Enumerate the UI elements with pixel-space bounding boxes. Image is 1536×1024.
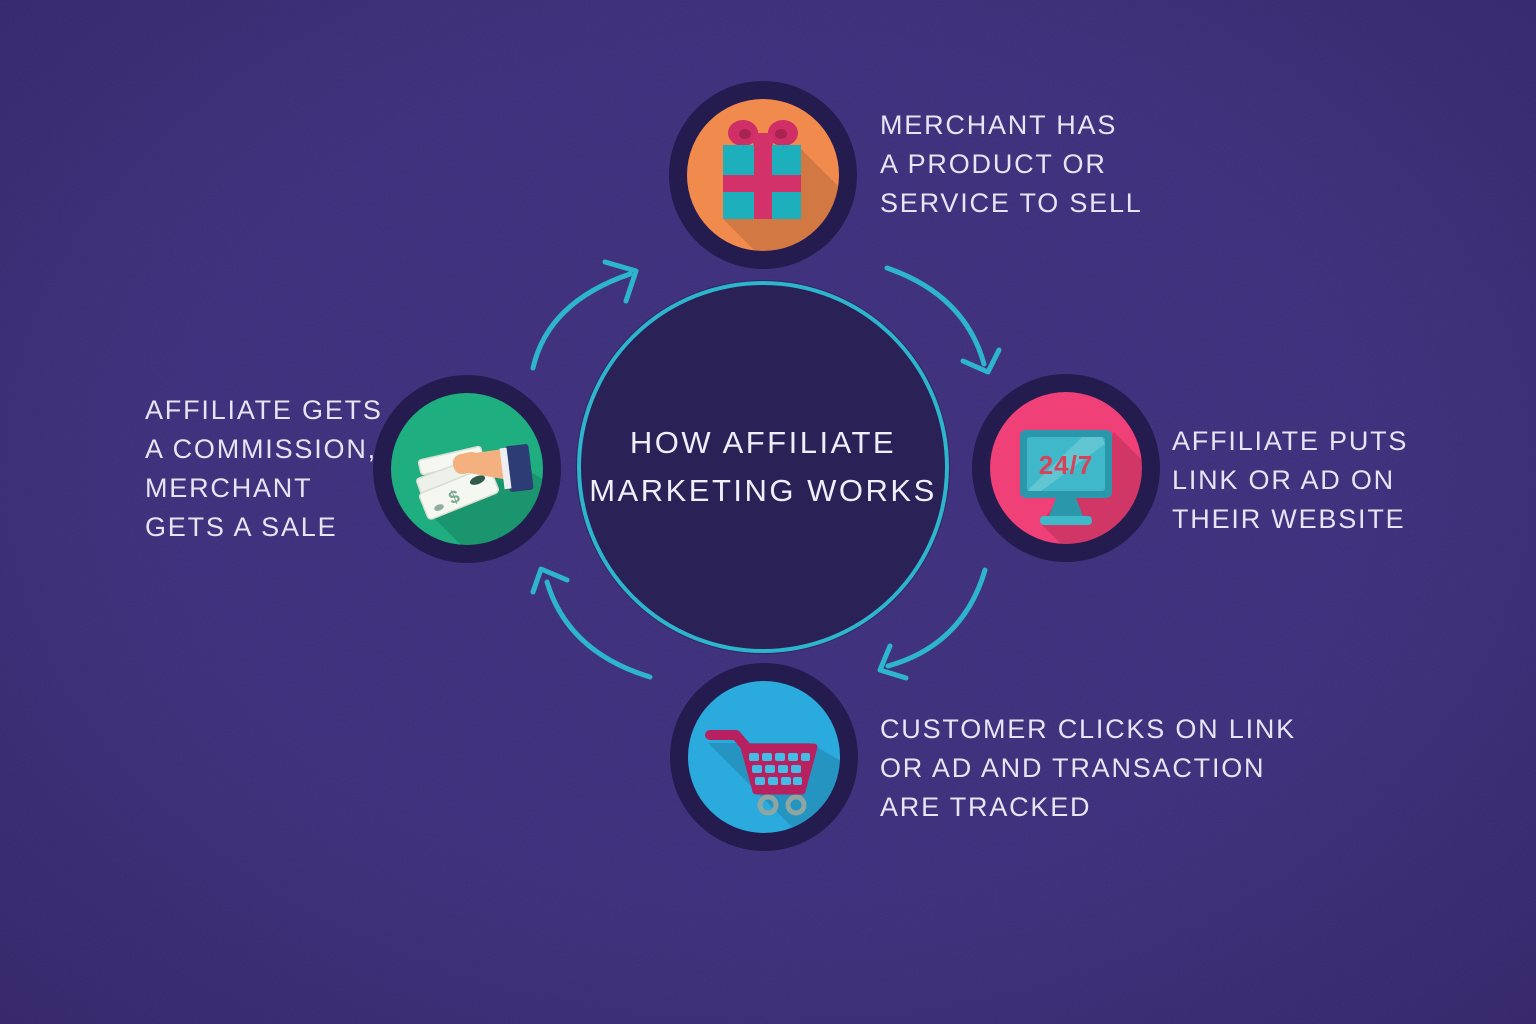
label-line: SERVICE TO SELL — [880, 188, 1143, 218]
monitor-icon: 24/7 — [990, 392, 1142, 544]
shopping-cart-icon — [688, 681, 840, 833]
label-line: MERCHANT HAS — [880, 110, 1118, 140]
label-commission: AFFILIATE GETS A COMMISSION, MERCHANT GE… — [145, 391, 383, 547]
label-merchant: MERCHANT HAS A PRODUCT OR SERVICE TO SEL… — [880, 106, 1143, 223]
infographic-title: HOW AFFILIATE MARKETING WORKS — [589, 419, 937, 515]
monitor-screen-text: 24/7 — [1039, 450, 1094, 480]
label-line: GETS A SALE — [145, 512, 338, 542]
node-affiliate-website: 24/7 — [972, 374, 1160, 562]
label-line: THEIR WEBSITE — [1172, 504, 1406, 534]
node-merchant — [669, 81, 857, 269]
label-line: OR AD AND TRANSACTION — [880, 753, 1266, 783]
label-line: LINK OR AD ON — [1172, 465, 1395, 495]
label-line: CUSTOMER CLICKS ON LINK — [880, 714, 1296, 744]
label-line: A PRODUCT OR — [880, 149, 1107, 179]
node-commission: $ — [373, 375, 561, 563]
label-line: AFFILIATE PUTS — [1172, 426, 1409, 456]
money-hand-icon: $ — [391, 393, 543, 545]
label-line: ARE TRACKED — [880, 792, 1092, 822]
label-line: MERCHANT — [145, 473, 313, 503]
gift-icon — [687, 99, 839, 251]
label-line: AFFILIATE GETS — [145, 395, 383, 425]
title-line-2: MARKETING WORKS — [589, 473, 937, 508]
label-customer: CUSTOMER CLICKS ON LINK OR AD AND TRANSA… — [880, 710, 1296, 827]
center-circle: HOW AFFILIATE MARKETING WORKS — [577, 281, 949, 653]
label-affiliate-website: AFFILIATE PUTS LINK OR AD ON THEIR WEBSI… — [1172, 422, 1408, 539]
node-customer — [670, 663, 858, 851]
title-line-1: HOW AFFILIATE — [629, 425, 897, 460]
label-line: A COMMISSION, — [145, 434, 377, 464]
